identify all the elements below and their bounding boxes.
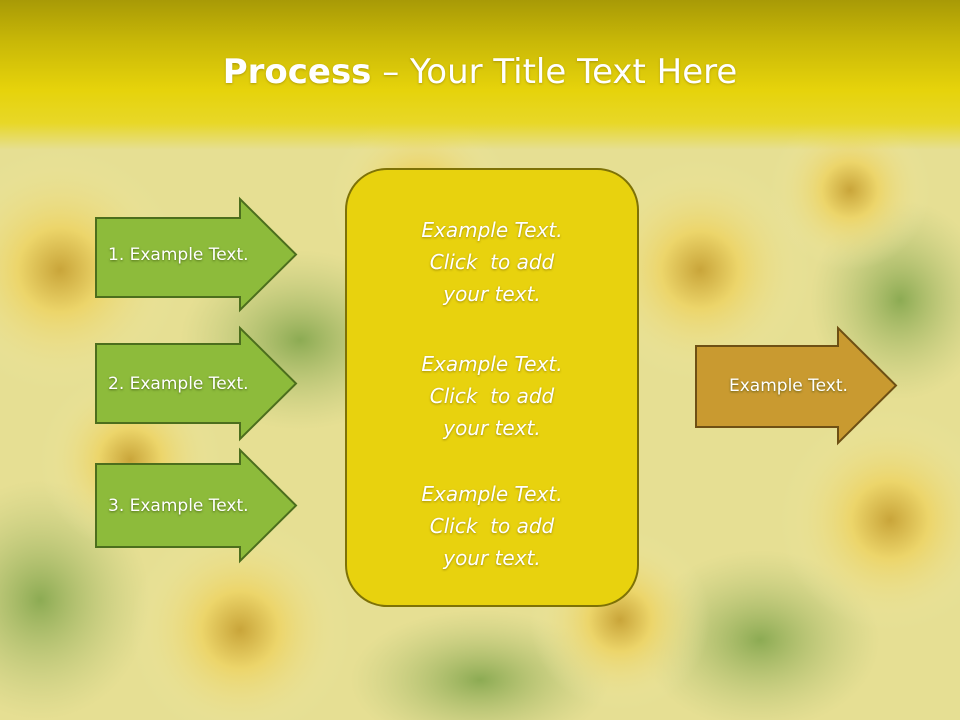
text-block-3: Example Text. Click to add your text. xyxy=(347,478,637,574)
text-line: Example Text. xyxy=(421,218,563,242)
text-line: your text. xyxy=(443,416,541,440)
arrow-shape-icon xyxy=(695,325,898,446)
text-line: your text. xyxy=(443,546,541,570)
input-arrow-3[interactable]: 3. Example Text. xyxy=(95,447,298,564)
arrow-shape-icon xyxy=(95,325,298,442)
text-block-2: Example Text. Click to add your text. xyxy=(347,348,637,444)
slide-title[interactable]: Process – Your Title Text Here xyxy=(0,52,960,92)
input-arrow-label: 2. Example Text. xyxy=(108,373,249,394)
title-rest: – Your Title Text Here xyxy=(371,52,738,92)
text-line: your text. xyxy=(443,282,541,306)
text-block-1: Example Text. Click to add your text. xyxy=(347,214,637,310)
text-line: Example Text. xyxy=(421,352,563,376)
output-arrow[interactable]: Example Text. xyxy=(695,325,898,446)
input-arrow-label: 1. Example Text. xyxy=(108,244,249,265)
text-line: Example Text. xyxy=(421,482,563,506)
output-arrow-label: Example Text. xyxy=(729,375,848,396)
text-line: Click to add xyxy=(429,250,555,274)
input-arrow-2[interactable]: 2. Example Text. xyxy=(95,325,298,442)
title-bar xyxy=(0,0,960,150)
input-arrow-label: 3. Example Text. xyxy=(108,495,249,516)
title-bold: Process xyxy=(222,52,372,92)
arrow-shape-icon xyxy=(95,196,298,313)
center-text-box[interactable]: Example Text. Click to add your text. Ex… xyxy=(345,168,639,607)
input-arrow-1[interactable]: 1. Example Text. xyxy=(95,196,298,313)
arrow-shape-icon xyxy=(95,447,298,564)
text-line: Click to add xyxy=(429,514,555,538)
text-line: Click to add xyxy=(429,384,555,408)
